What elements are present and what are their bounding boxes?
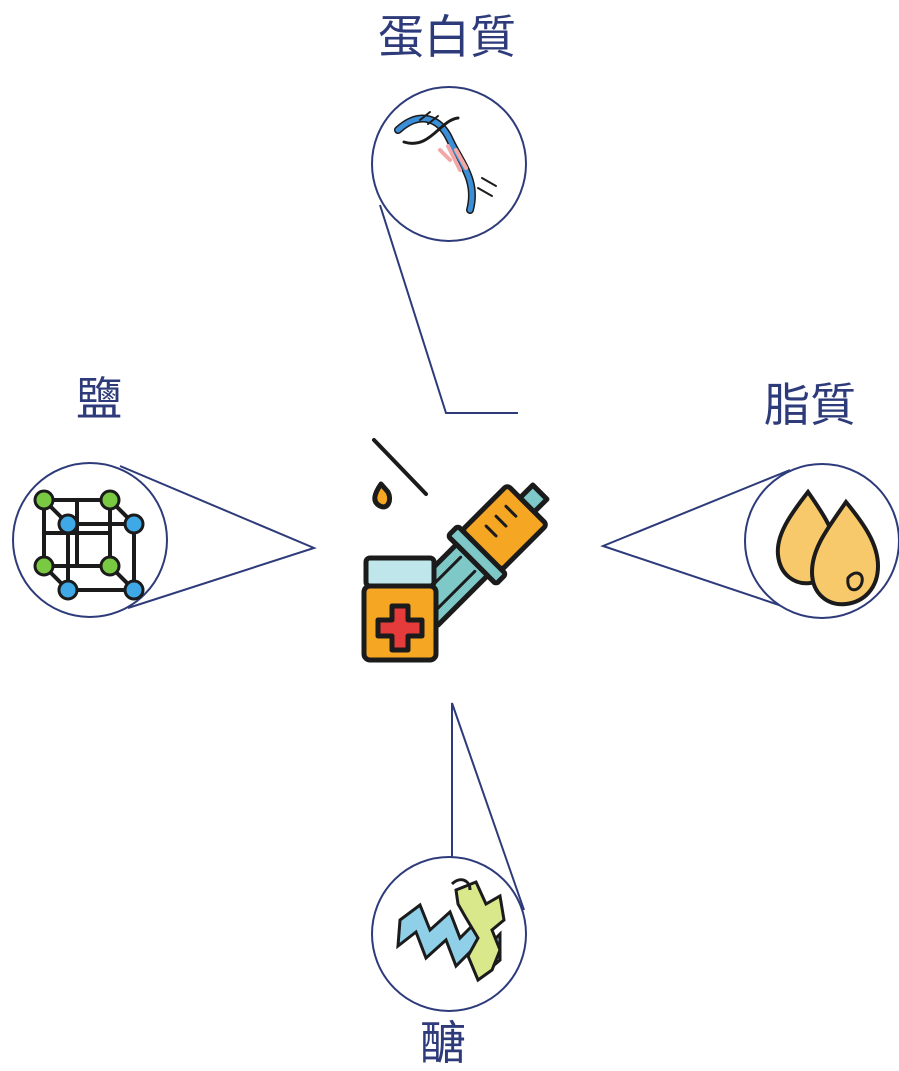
callout-left bbox=[119, 465, 317, 609]
callout-right bbox=[600, 469, 801, 613]
oil-drops-icon bbox=[775, 488, 881, 607]
syringe-and-vial-icon bbox=[361, 438, 550, 663]
label-salt: 鹽 bbox=[76, 372, 122, 426]
label-protein: 蛋白質 bbox=[378, 10, 516, 64]
callout-bottom bbox=[451, 702, 525, 911]
double-helix-icon bbox=[396, 878, 506, 983]
circle-top bbox=[371, 86, 527, 242]
label-sugar: 醣 bbox=[420, 1016, 466, 1070]
lattice-nodes bbox=[33, 489, 145, 601]
label-lipid: 脂質 bbox=[764, 378, 856, 432]
callout-top bbox=[379, 204, 518, 414]
dna-icon bbox=[394, 111, 497, 214]
circle-left bbox=[12, 462, 168, 618]
